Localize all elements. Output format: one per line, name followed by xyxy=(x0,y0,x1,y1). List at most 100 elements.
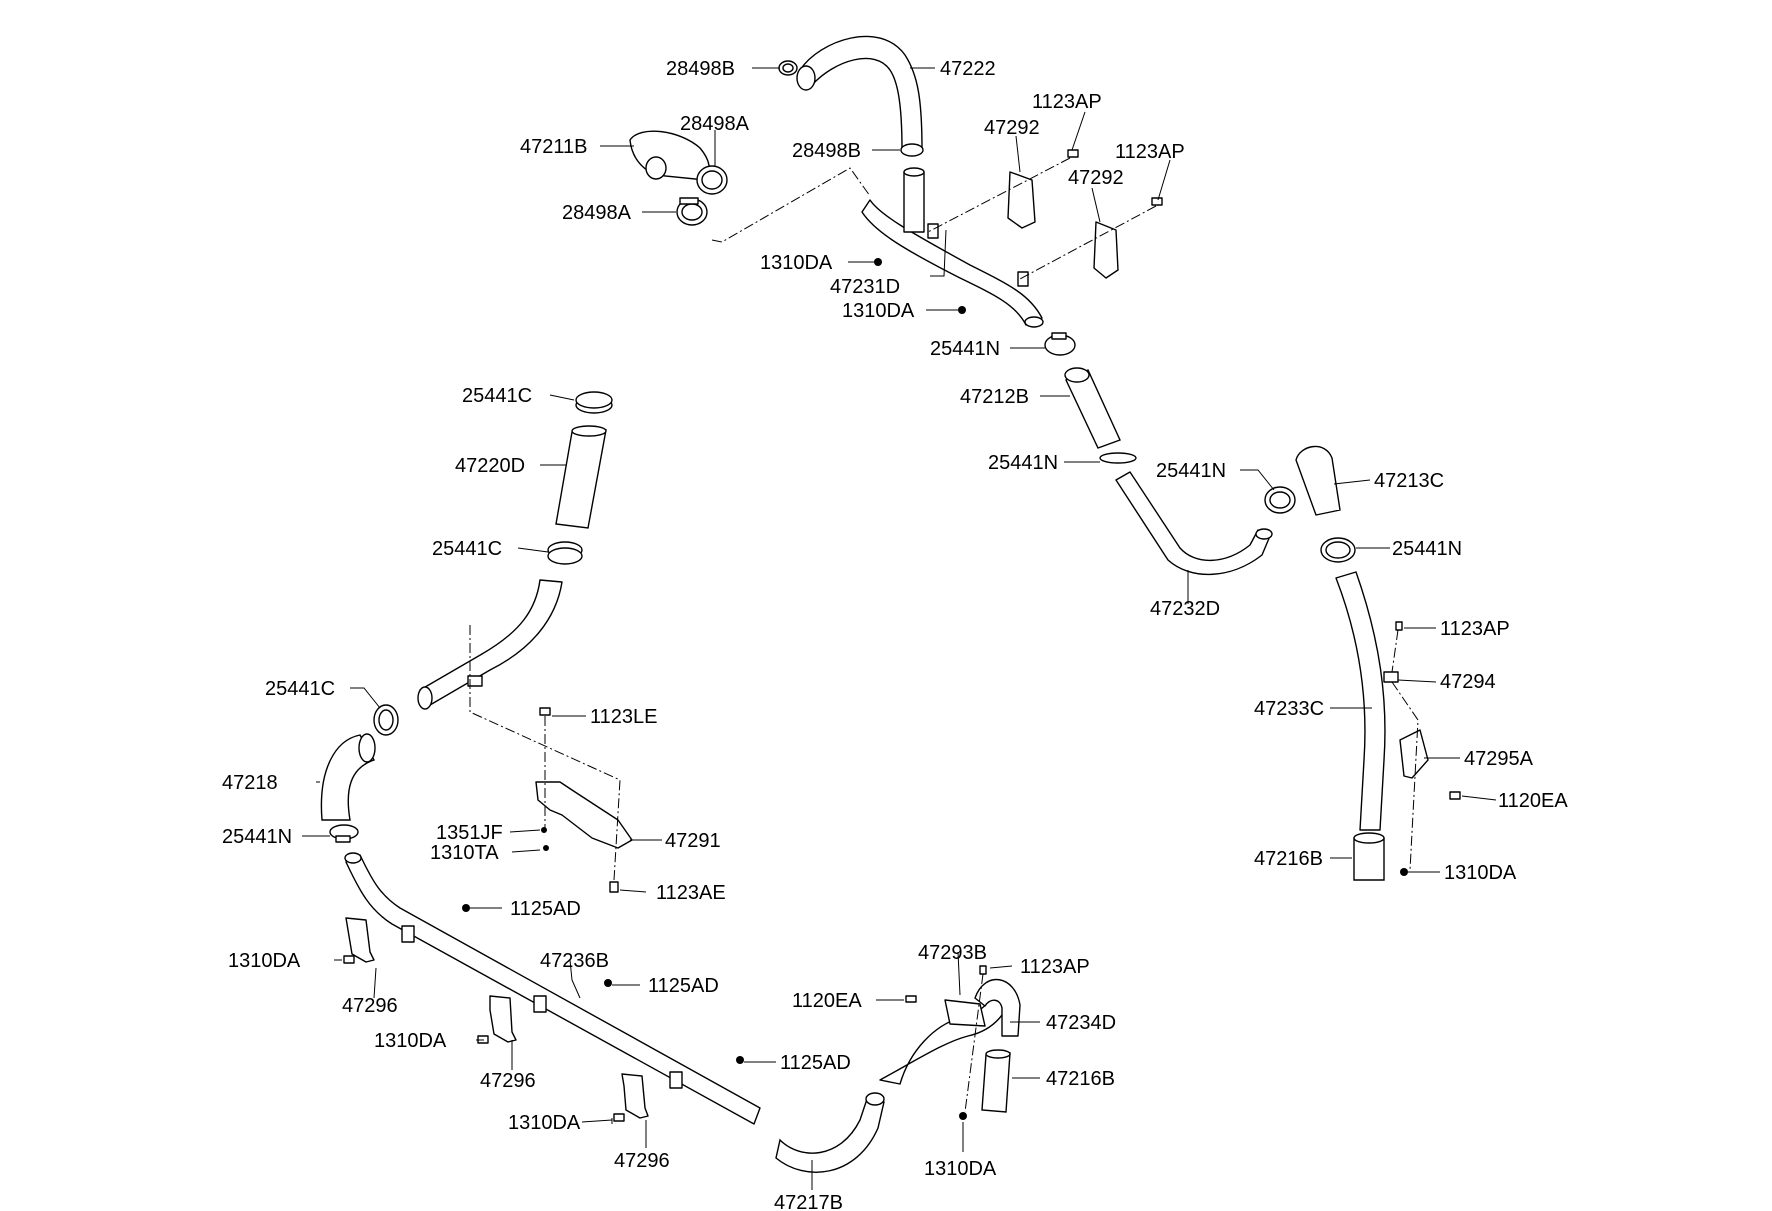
label-47212B: 47212B xyxy=(960,386,1029,408)
label-25441C-c: 25441C xyxy=(265,678,335,700)
centerline-d xyxy=(1391,629,1399,673)
pipe-47236B xyxy=(344,852,761,1125)
centerline-a xyxy=(711,167,871,243)
label-1310DA-e: 1310DA xyxy=(374,1030,447,1052)
hose-47220D xyxy=(555,425,607,529)
bracket-47293B xyxy=(944,999,986,1027)
clamp-25441C-c xyxy=(373,704,399,736)
label-1125AD-a: 1125AD xyxy=(510,898,581,920)
label-47211B: 47211B xyxy=(520,136,587,158)
label-1351JF: 1351JF xyxy=(436,822,503,844)
centerline-c xyxy=(1017,205,1157,281)
hose-47216B-a xyxy=(1353,832,1385,881)
hose-47217B xyxy=(775,1092,885,1173)
bracket-47296-b xyxy=(489,995,517,1043)
clamp-28498B-mid xyxy=(900,143,924,157)
clamp-25441N-e xyxy=(329,824,359,843)
hose-47222 xyxy=(796,35,923,151)
label-47233C: 47233C xyxy=(1254,698,1324,720)
label-1123LE: 1123LE xyxy=(590,706,657,728)
hose-47216B-b xyxy=(981,1049,1011,1113)
label-1123AP-b: 1123AP xyxy=(1115,141,1185,163)
label-47295A: 47295A xyxy=(1464,748,1534,770)
bracket-47296-c xyxy=(621,1073,649,1119)
bolts-top xyxy=(874,149,1163,314)
label-1310DA-d: 1310DA xyxy=(228,950,301,972)
bolts-bottom-right xyxy=(905,965,987,1120)
bolts-right xyxy=(1395,621,1461,876)
leader-lines xyxy=(302,67,1497,1190)
label-47296-b: 47296 xyxy=(480,1070,536,1092)
label-47216B-b: 47216B xyxy=(1046,1068,1115,1090)
hose-47211B xyxy=(629,130,710,181)
bracket-47294 xyxy=(1383,671,1399,683)
bracket-47295A xyxy=(1399,729,1429,779)
label-25441N-d: 25441N xyxy=(1392,538,1462,560)
label-47296-a: 47296 xyxy=(342,995,398,1017)
clamp-28498B-top xyxy=(778,60,798,76)
centerline-f xyxy=(469,625,621,881)
label-47292-a: 47292 xyxy=(984,117,1040,139)
clamp-25441C-a xyxy=(575,391,613,414)
bracket-47291 xyxy=(535,781,633,849)
label-47216B-a: 47216B xyxy=(1254,848,1323,870)
label-47236B: 47236B xyxy=(540,950,609,972)
label-1120EA-a: 1120EA xyxy=(1498,790,1568,812)
callout-labels: 28498B 47222 1123AP 47211B 28498A 47292 … xyxy=(222,58,1568,1211)
label-25441N-a: 25441N xyxy=(930,338,1000,360)
clamp-25441N-c xyxy=(1264,486,1296,514)
centerline-h xyxy=(964,973,984,1113)
hose-47212B xyxy=(1064,367,1121,449)
label-1310DA-f: 1310DA xyxy=(508,1112,581,1134)
label-1310DA-b: 1310DA xyxy=(842,300,915,322)
clamp-28498A-b xyxy=(676,197,708,226)
clamp-25441C-b xyxy=(547,541,583,565)
label-28498A-b: 28498A xyxy=(562,202,632,224)
pipe-47231D xyxy=(861,167,1044,328)
label-47291: 47291 xyxy=(665,830,721,852)
label-1120EA-b: 1120EA xyxy=(792,990,862,1012)
bolts-left xyxy=(539,707,619,893)
label-1310TA: 1310TA xyxy=(430,842,499,864)
clamp-25441N-a xyxy=(1044,332,1076,356)
pipe-upper-left xyxy=(417,579,563,710)
label-47234D: 47234D xyxy=(1046,1012,1116,1034)
label-28498B-top: 28498B xyxy=(666,58,735,80)
label-25441N-b: 25441N xyxy=(988,452,1058,474)
label-47294: 47294 xyxy=(1440,671,1496,693)
label-1123AP-d: 1123AP xyxy=(1020,956,1090,978)
label-1310DA-c: 1310DA xyxy=(1444,862,1517,884)
label-1310DA-g: 1310DA xyxy=(924,1158,997,1180)
clamp-25441N-d xyxy=(1320,537,1356,563)
label-47292-b: 47292 xyxy=(1068,167,1124,189)
label-1123AP-c: 1123AP xyxy=(1440,618,1510,640)
clamp-25441N-b xyxy=(1099,452,1137,464)
label-47293B: 47293B xyxy=(918,942,987,964)
bracket-47296-a xyxy=(345,917,375,963)
bracket-47292-b xyxy=(1093,221,1119,279)
label-47217B: 47217B xyxy=(774,1192,843,1211)
bracket-47292-a xyxy=(1007,171,1036,229)
label-47213C: 47213C xyxy=(1374,470,1444,492)
label-1310DA-a: 1310DA xyxy=(760,252,833,274)
label-47296-c: 47296 xyxy=(614,1150,670,1172)
label-47232D: 47232D xyxy=(1150,598,1220,620)
label-1123AE: 1123AE xyxy=(656,882,726,904)
label-25441N-e: 25441N xyxy=(222,826,292,848)
hose-47218 xyxy=(320,733,376,821)
label-47218: 47218 xyxy=(222,772,278,794)
centerline-b xyxy=(927,157,1071,233)
label-1125AD-b: 1125AD xyxy=(648,975,719,997)
label-1123AP-a: 1123AP xyxy=(1032,91,1102,113)
bolts-bottom xyxy=(343,904,744,1122)
pipe-47232D xyxy=(1115,471,1273,576)
label-25441C-a: 25441C xyxy=(462,385,532,407)
label-28498B-mid: 28498B xyxy=(792,140,861,162)
label-28498A-a: 28498A xyxy=(680,113,750,135)
label-47222: 47222 xyxy=(940,58,996,80)
label-25441C-b: 25441C xyxy=(432,538,502,560)
label-1125AD-c: 1125AD xyxy=(780,1052,851,1074)
label-47231D: 47231D xyxy=(830,276,900,298)
label-25441N-c: 25441N xyxy=(1156,460,1226,482)
